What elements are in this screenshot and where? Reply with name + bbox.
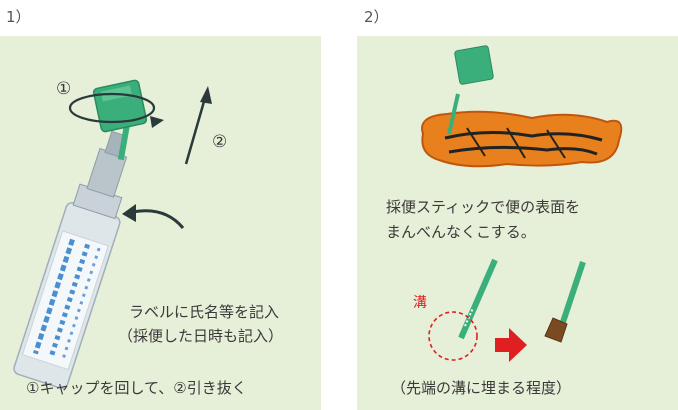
step-2-caption: （先端の溝に埋まる程度） [391,379,572,397]
stool-on-stick [544,317,568,343]
step-1-panel: ① ② ラベルに氏名等を記入 （採便した日時も記入） ①キャップを回して、②引き… [0,36,321,410]
groove-highlight-circle [428,311,478,361]
turn-marker: ① [56,79,72,99]
instruction-line2: まんべんなくこする。 [386,223,536,241]
label-pointer-arrow [131,209,185,229]
sampling-stick [117,119,131,161]
label-note-line2: （採便した日時も記入） [118,327,284,345]
pull-marker: ② [212,132,228,152]
instruction-line1: 採便スティックで便の表面を [386,198,581,216]
step-1-caption: ①キャップを回して、②引き抜く [26,379,247,397]
sampling-tube-illustration [13,79,212,389]
step-1-number: 1） [6,8,31,26]
transition-arrow [495,328,527,362]
clean-stick [458,258,498,340]
groove-label: 溝 [413,295,427,311]
step-2-panel: 溝 採便スティックで便の表面を まんべんなくこする。 （先端の溝に埋まる程度） [357,36,678,410]
rotate-arrow [68,92,156,124]
label-note-line1: ラベルに氏名等を記入 [129,303,280,321]
stool-shape [421,110,623,168]
green-cap [92,79,148,133]
green-cap [454,45,494,85]
pull-arrow [184,97,207,165]
stool-sampling-illustration [421,45,623,362]
step-2-number: 2） [364,8,389,26]
sampling-stick [447,93,460,135]
